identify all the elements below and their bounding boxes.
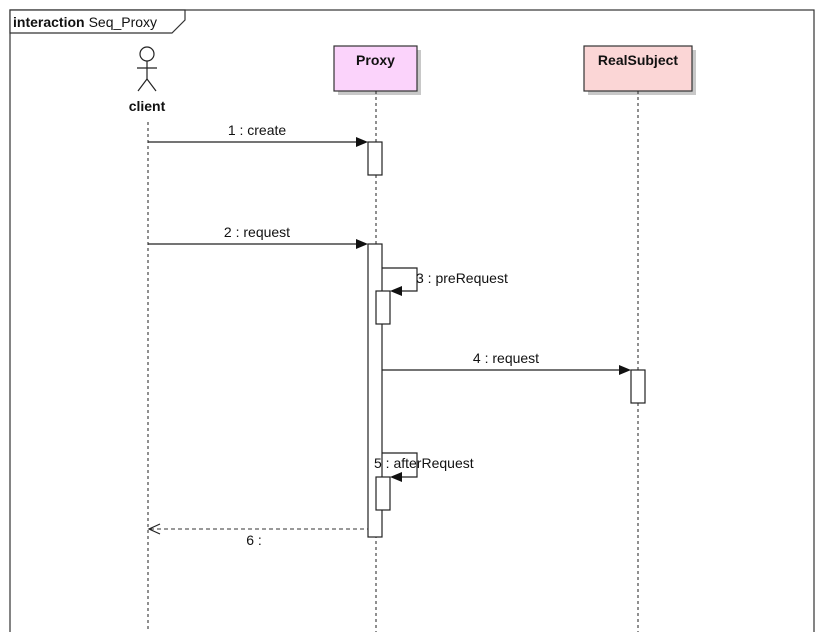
message-3: 3 : preRequest <box>382 267 508 296</box>
message-3-line <box>382 267 418 292</box>
open-arrow-left-icon <box>147 523 161 535</box>
message-5-label: 5 : afterRequest <box>374 455 474 471</box>
client-actor: client <box>129 46 166 114</box>
message-2: 2 : request <box>148 224 368 249</box>
arrow-left-icon <box>390 472 402 482</box>
frame-label-tab <box>9 9 186 34</box>
proxy-head-box <box>333 45 418 92</box>
arrow-right-icon <box>356 239 368 249</box>
realsubject-lifeline-head: RealSubject <box>583 45 696 95</box>
proxy-label: Proxy <box>356 52 395 68</box>
stick-figure-icon <box>137 46 157 92</box>
arrow-right-icon <box>356 137 368 147</box>
realsubject-head-box <box>583 45 693 92</box>
message-1: 1 : create <box>148 122 368 147</box>
message-3-label: 3 : preRequest <box>416 270 508 286</box>
message-4: 4 : request <box>382 350 631 375</box>
frame-name: Seq_Proxy <box>89 14 157 30</box>
realsubject-activation-request <box>630 369 646 404</box>
arrow-left-icon <box>390 286 402 296</box>
proxy-activation-prerequest <box>375 290 391 325</box>
frame-keyword: interaction <box>13 14 85 30</box>
interaction-frame <box>9 9 815 632</box>
message-6: 6 : <box>147 523 368 548</box>
proxy-activation-afterrequest <box>375 476 391 511</box>
message-5-line <box>382 452 418 478</box>
proxy-lifeline-head: Proxy <box>333 45 421 95</box>
message-5: 5 : afterRequest <box>374 452 474 482</box>
realsubject-label: RealSubject <box>598 52 678 68</box>
message-4-label: 4 : request <box>473 350 539 366</box>
actor-label: client <box>129 98 166 114</box>
arrow-right-icon <box>619 365 631 375</box>
message-6-label: 6 : <box>246 532 262 548</box>
message-1-label: 1 : create <box>228 122 287 138</box>
message-2-label: 2 : request <box>224 224 290 240</box>
proxy-activation-create <box>367 141 383 176</box>
